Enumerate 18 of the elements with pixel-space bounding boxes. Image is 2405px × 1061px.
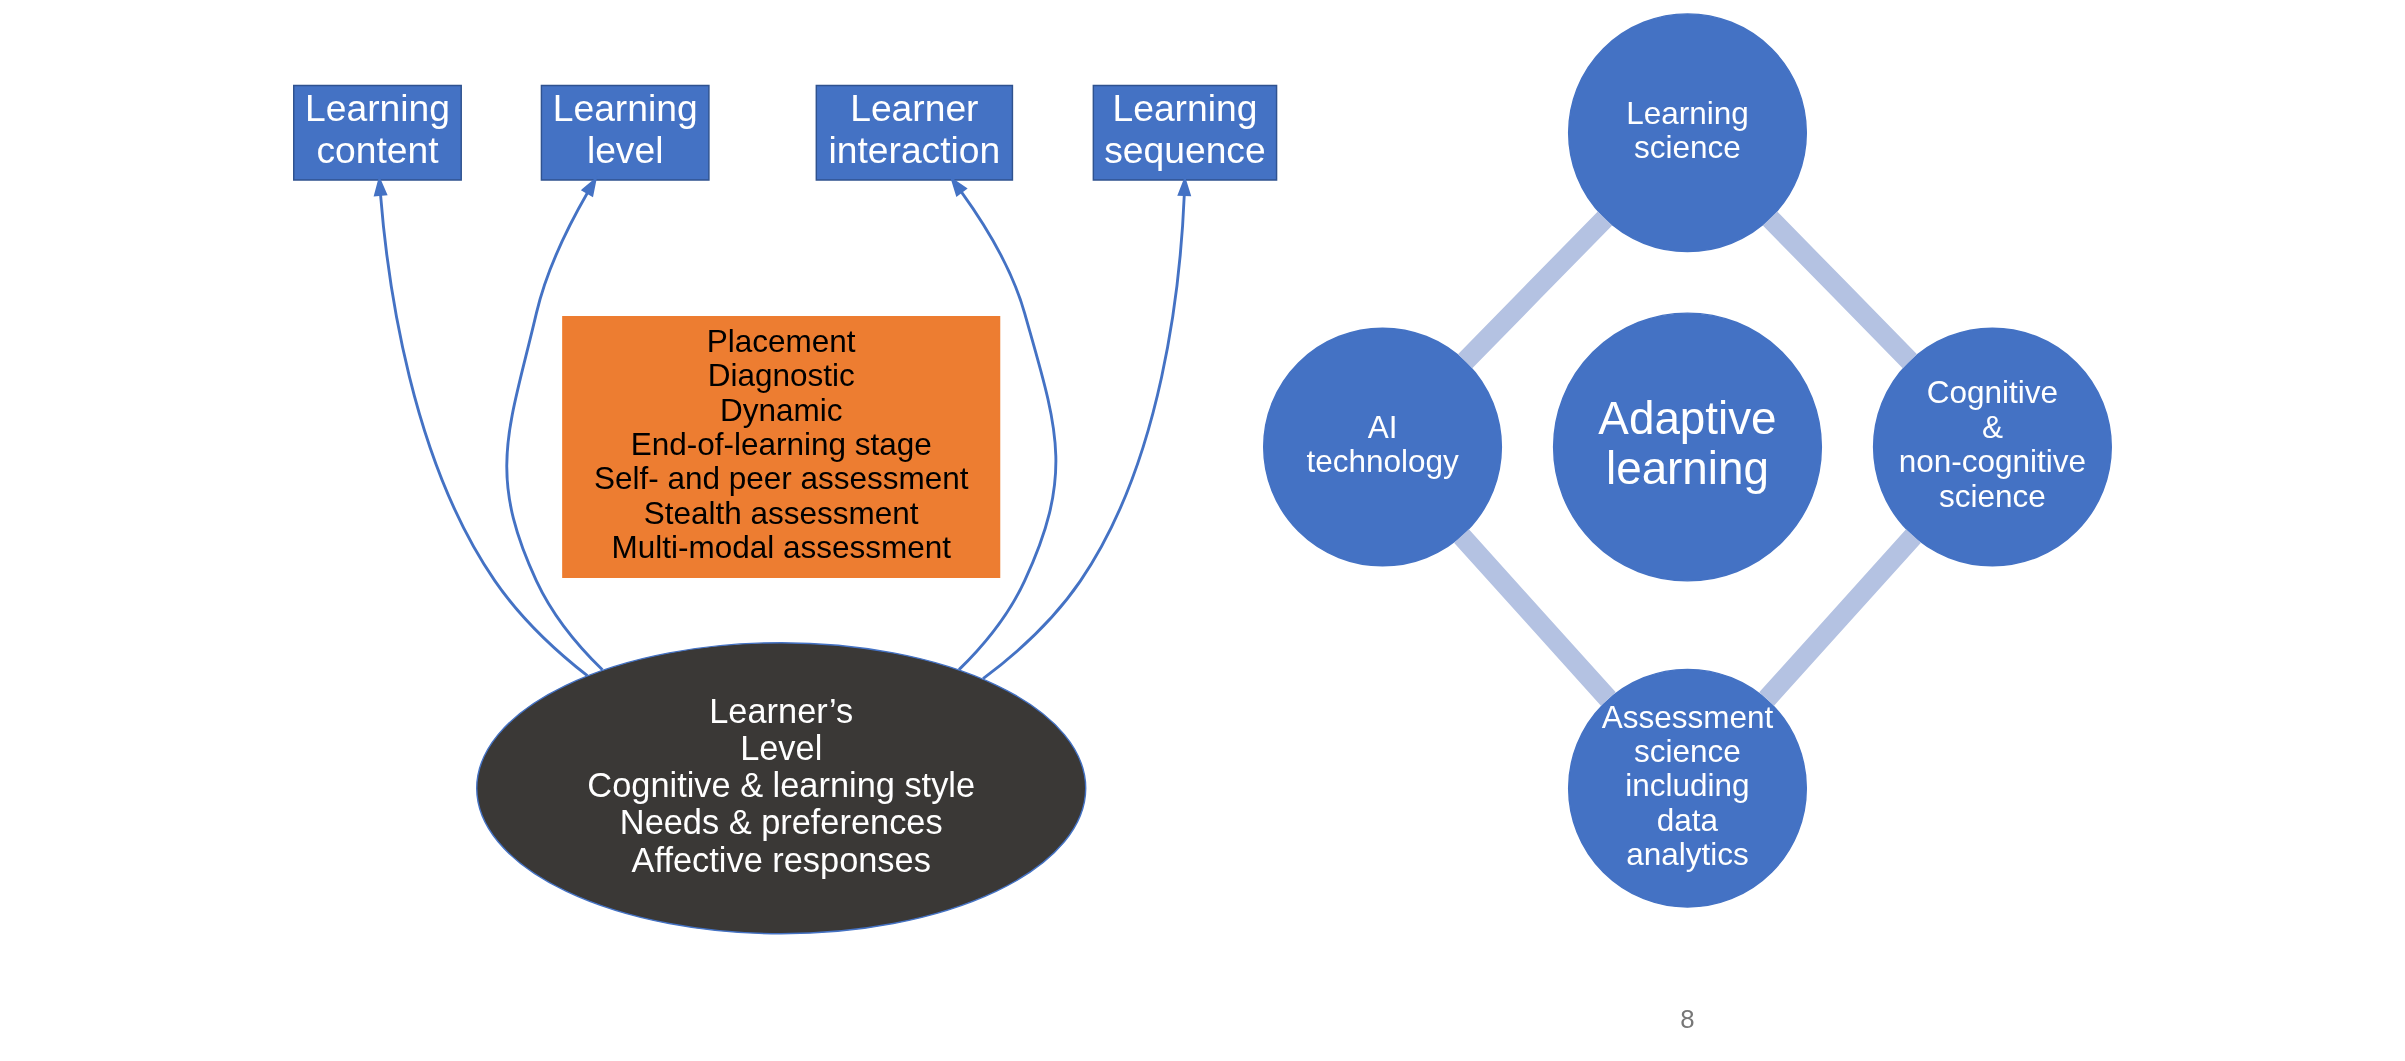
node-box: Learning sequence [1092, 84, 1278, 181]
node-circle: Cognitive & non-cognitive science [1872, 327, 2112, 567]
arrow [950, 176, 1058, 671]
label: 8 [1680, 1004, 1695, 1033]
arrow [505, 176, 604, 671]
connector [1454, 529, 1616, 706]
node-ellipse: Learner’s Level Cognitive & learning style Needs & preferences Affective responses [476, 641, 1087, 935]
node-circle: AI technology [1263, 327, 1503, 567]
connector [1762, 211, 1917, 369]
node-circle: Assessment science including data analytics [1567, 668, 1808, 908]
connector [1457, 211, 1613, 369]
node-circle: Adaptive learning [1552, 312, 1823, 582]
node-box: Learner interaction [815, 84, 1014, 181]
node-circle: Learning science [1567, 13, 1808, 253]
node-box: Learning content [293, 84, 462, 181]
connector [1759, 529, 1921, 706]
node-box: Learning level [540, 84, 710, 181]
node-box: Placement Diagnostic Dynamic End-of-learning stage Self- and peer assessment Stealth assessment Multi-modal assessment [562, 316, 1001, 578]
